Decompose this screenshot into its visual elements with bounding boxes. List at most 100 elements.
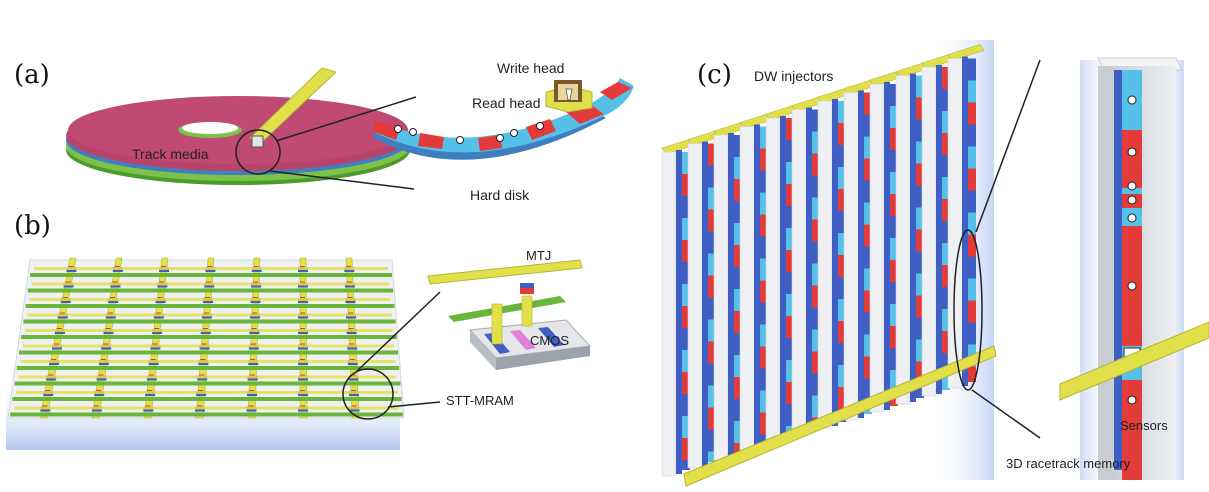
domain bbox=[760, 148, 768, 171]
domain bbox=[760, 368, 768, 391]
domain bbox=[734, 245, 742, 267]
domain bbox=[942, 331, 950, 353]
domain bbox=[838, 299, 846, 321]
top-electrode-line bbox=[27, 313, 392, 317]
zoom-circle-a bbox=[235, 129, 281, 175]
domain bbox=[682, 328, 690, 350]
domain bbox=[916, 383, 924, 398]
cmos-label: CMOS bbox=[530, 333, 569, 348]
racetrack-slab bbox=[921, 66, 937, 397]
domain bbox=[786, 404, 794, 426]
domain bbox=[682, 262, 690, 284]
hard-disk-label: Hard disk bbox=[470, 187, 530, 203]
domain bbox=[916, 185, 924, 208]
domain bbox=[682, 196, 690, 218]
sensor-bar-main bbox=[683, 345, 997, 487]
domain bbox=[708, 407, 716, 430]
racetrack-edge bbox=[702, 141, 708, 466]
top-electrode-line bbox=[14, 406, 399, 410]
racetrack-edge bbox=[962, 56, 968, 386]
domain bbox=[968, 212, 976, 235]
domain bbox=[864, 290, 872, 313]
domain bbox=[942, 199, 950, 221]
domain bbox=[734, 399, 742, 421]
racetrack-slab bbox=[895, 75, 911, 405]
racetrack-slab bbox=[869, 83, 885, 413]
domain bbox=[708, 297, 716, 320]
domain bbox=[682, 284, 690, 306]
domain bbox=[760, 258, 768, 281]
top-electrode-line bbox=[34, 267, 388, 270]
domain bbox=[890, 326, 898, 348]
domain bbox=[838, 123, 846, 145]
domain bbox=[916, 251, 924, 274]
domain bbox=[786, 184, 794, 206]
domain bbox=[916, 317, 924, 340]
domain bbox=[890, 84, 898, 106]
zoom-ellipse-c bbox=[953, 229, 983, 391]
domain bbox=[942, 353, 950, 375]
domain bbox=[916, 207, 924, 230]
racetrack-edge bbox=[910, 73, 916, 402]
domain bbox=[812, 395, 820, 418]
domain bbox=[682, 416, 690, 438]
domain bbox=[916, 295, 924, 318]
domain bbox=[760, 126, 768, 149]
write-head-label: Write head bbox=[497, 60, 564, 76]
word-line bbox=[16, 366, 400, 370]
domain bbox=[864, 114, 872, 137]
panel-a-label: (a) bbox=[14, 60, 50, 90]
domain bbox=[916, 273, 924, 296]
domain bbox=[760, 170, 768, 193]
racetrack-slab bbox=[661, 151, 677, 477]
domain bbox=[838, 343, 846, 365]
domain bbox=[708, 363, 716, 386]
domain bbox=[916, 361, 924, 384]
domain bbox=[734, 201, 742, 223]
domain bbox=[942, 221, 950, 243]
domain bbox=[786, 228, 794, 250]
domain bbox=[760, 390, 768, 413]
domain bbox=[890, 282, 898, 304]
domain bbox=[708, 341, 716, 364]
domain bbox=[838, 167, 846, 189]
word-line bbox=[10, 412, 403, 417]
domain bbox=[734, 223, 742, 245]
domain bbox=[760, 214, 768, 237]
panel-b: (b) STT-MRAM MTJ CMOS bbox=[6, 211, 592, 450]
domain bbox=[968, 80, 976, 103]
domain bbox=[708, 165, 716, 188]
word-line bbox=[14, 381, 401, 386]
domain bbox=[708, 209, 716, 232]
domain bbox=[708, 319, 716, 342]
domain bbox=[942, 89, 950, 111]
top-electrode-line bbox=[16, 391, 398, 394]
domain bbox=[786, 316, 794, 338]
sensors-label: Sensors bbox=[1120, 418, 1168, 433]
top-electrode-line bbox=[23, 344, 394, 348]
domain bbox=[890, 106, 898, 128]
racetrack-edge bbox=[780, 116, 786, 442]
domain bbox=[812, 329, 820, 352]
domain bbox=[916, 339, 924, 362]
domain bbox=[734, 421, 742, 443]
domain bbox=[838, 233, 846, 255]
domain bbox=[916, 141, 924, 164]
panel-c: (c) DW injectors bbox=[661, 40, 1209, 487]
domain bbox=[682, 372, 690, 394]
domain bbox=[812, 285, 820, 308]
domain bbox=[812, 351, 820, 374]
domain bbox=[916, 75, 924, 98]
domain bbox=[734, 179, 742, 201]
domain bbox=[786, 250, 794, 272]
domain bbox=[864, 136, 872, 159]
domain bbox=[682, 240, 690, 262]
domain bbox=[682, 174, 690, 196]
domain bbox=[812, 307, 820, 330]
zoom-line-c2 bbox=[971, 389, 1041, 439]
domain bbox=[838, 365, 846, 387]
panel-a: (a) Track media Hard disk bbox=[14, 60, 634, 203]
domain bbox=[786, 118, 794, 140]
domain bbox=[968, 102, 976, 125]
